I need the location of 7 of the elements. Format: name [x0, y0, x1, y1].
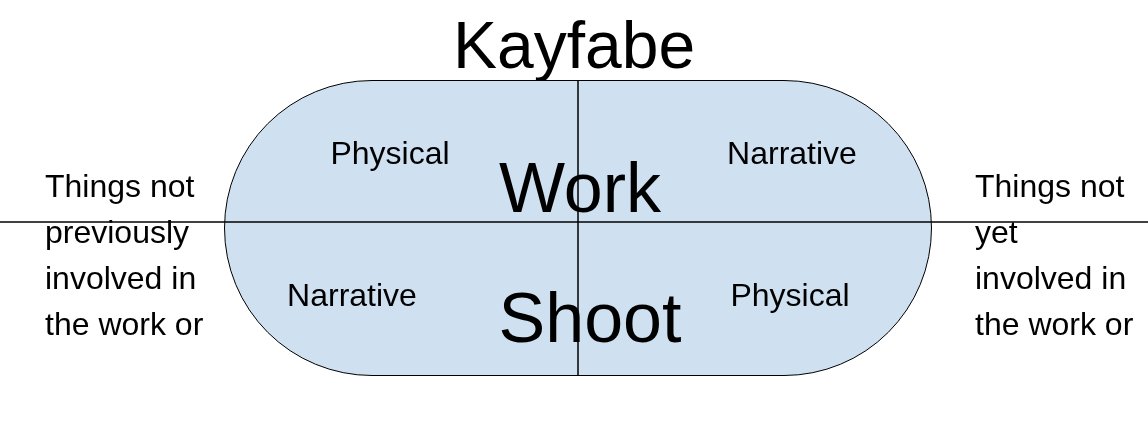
quadrant-label: Narrative	[727, 137, 857, 169]
quadrant-label: Narrative	[287, 279, 417, 311]
quadrant-label: Physical	[730, 279, 850, 311]
title: Kayfabe	[451, 12, 697, 78]
quadrant-label: Physical	[330, 137, 450, 169]
side-note: Things not previously involved in the work or	[45, 167, 205, 344]
side-note: Things not yet involved in the work or	[975, 167, 1135, 344]
